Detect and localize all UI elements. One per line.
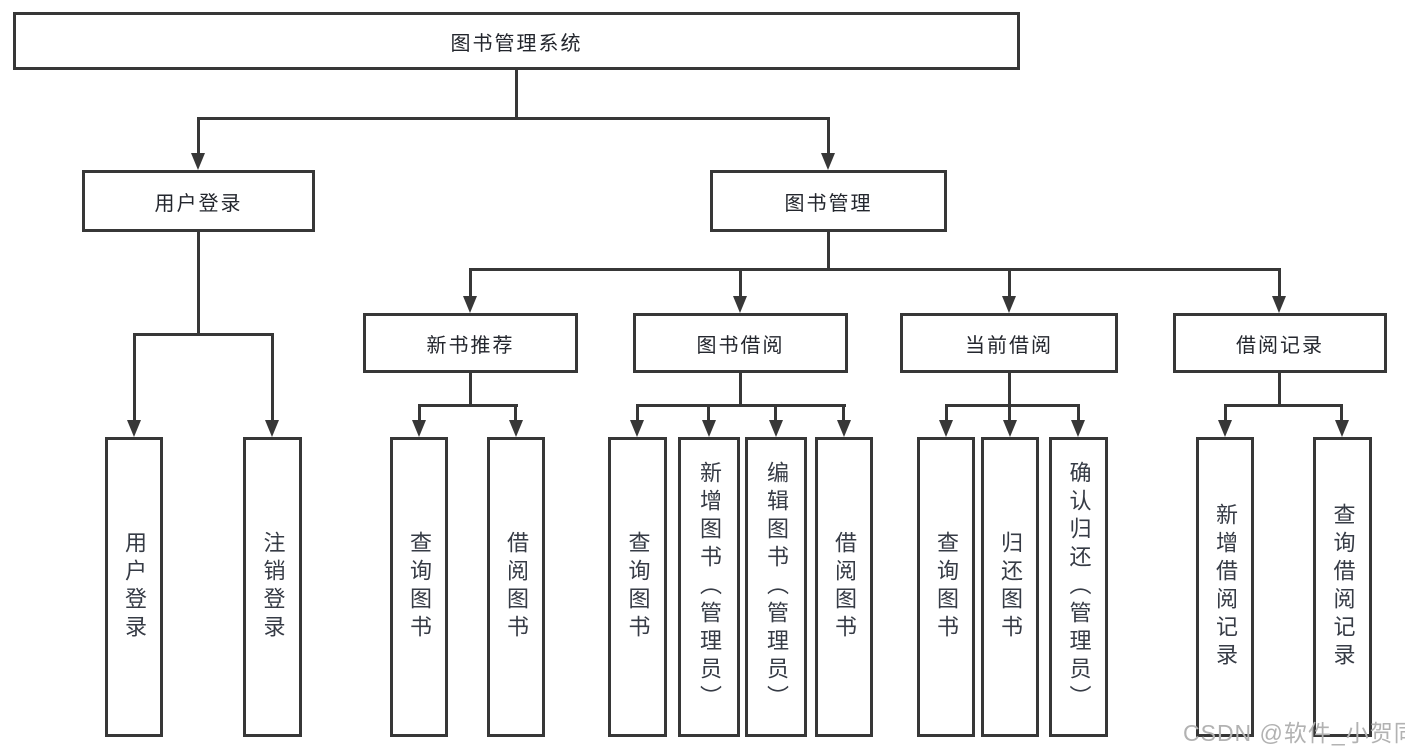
connector-vline [1340, 404, 1343, 422]
arrow-down-icon [265, 420, 279, 437]
node-new-book-recommend-label: 新书推荐 [426, 334, 515, 357]
connector-vline [469, 268, 472, 300]
connector-vline [636, 404, 639, 422]
node-book-management-label: 图书管理 [784, 192, 873, 215]
connector-vline [1224, 404, 1227, 422]
connector-vline [515, 70, 518, 120]
connector-hline [418, 404, 518, 407]
leaf-recommend-query-books: 查询图书 [390, 437, 448, 737]
arrow-down-icon [1071, 420, 1085, 437]
connector-vline [469, 373, 472, 407]
arrow-down-icon [733, 296, 747, 313]
leaf-return-books: 归还图书 [981, 437, 1039, 737]
connector-vline [1077, 404, 1080, 422]
leaf-add-books-admin-label: 新增图书（管理员） [697, 461, 722, 713]
arrow-down-icon [1002, 296, 1016, 313]
node-borrow-records: 借阅记录 [1173, 313, 1387, 373]
connector-vline [842, 404, 845, 422]
node-root: 图书管理系统 [13, 12, 1020, 70]
leaf-confirm-return-admin-label: 确认归还（管理员） [1066, 461, 1092, 713]
leaf-query-borrow-record-label: 查询借阅记录 [1330, 503, 1356, 671]
leaf-current-query-books-label: 查询图书 [934, 531, 959, 643]
leaf-add-borrow-record: 新增借阅记录 [1196, 437, 1254, 737]
leaf-recommend-borrow-books: 借阅图书 [487, 437, 545, 737]
arrow-down-icon [939, 420, 953, 437]
connector-hline [636, 404, 846, 407]
leaf-query-borrow-record: 查询借阅记录 [1313, 437, 1372, 737]
connector-hline [469, 268, 1281, 271]
connector-vline [739, 268, 742, 300]
connector-vline [1008, 373, 1011, 407]
connector-hline [133, 333, 273, 336]
node-book-borrow: 图书借阅 [633, 313, 848, 373]
arrow-down-icon [630, 420, 644, 437]
arrow-down-icon [412, 420, 426, 437]
leaf-borrow-query-books: 查询图书 [608, 437, 667, 737]
node-book-borrow-label: 图书借阅 [696, 334, 785, 357]
node-borrow-records-label: 借阅记录 [1236, 334, 1324, 357]
node-user-login-label: 用户登录 [154, 192, 243, 215]
connector-vline [1008, 404, 1011, 422]
arrow-down-icon [1272, 296, 1286, 313]
connector-vline [418, 404, 421, 422]
watermark: CSDN @软件_小贺同学 [1183, 720, 1405, 746]
arrow-down-icon [821, 153, 835, 170]
arrow-down-icon [191, 153, 205, 170]
leaf-borrow-query-books-label: 查询图书 [625, 531, 651, 643]
arrow-down-icon [463, 296, 477, 313]
arrow-down-icon [769, 420, 783, 437]
node-current-borrow-label: 当前借阅 [965, 334, 1053, 357]
leaf-add-books-admin: 新增图书（管理员） [678, 437, 740, 737]
connector-vline [707, 404, 710, 422]
leaf-edit-books-admin-label: 编辑图书（管理员） [764, 461, 789, 713]
connector-vline [1008, 268, 1011, 300]
connector-hline [197, 117, 830, 120]
leaf-logout-login: 注销登录 [243, 437, 302, 737]
connector-vline [739, 373, 742, 407]
leaf-recommend-query-books-label: 查询图书 [407, 531, 432, 643]
connector-vline [827, 232, 830, 271]
node-current-borrow: 当前借阅 [900, 313, 1118, 373]
leaf-user-login-label: 用户登录 [122, 531, 147, 643]
node-new-book-recommend: 新书推荐 [363, 313, 578, 373]
arrow-down-icon [702, 420, 716, 437]
leaf-recommend-borrow-books-label: 借阅图书 [504, 531, 529, 643]
connector-hline [945, 404, 1080, 407]
connector-vline [133, 333, 136, 420]
leaf-borrow-books-label: 借阅图书 [832, 531, 857, 643]
connector-vline [1278, 373, 1281, 407]
leaf-confirm-return-admin: 确认归还（管理员） [1049, 437, 1108, 737]
node-user-login: 用户登录 [82, 170, 315, 232]
arrow-down-icon [509, 420, 523, 437]
arrow-down-icon [1218, 420, 1232, 437]
leaf-borrow-books: 借阅图书 [815, 437, 873, 737]
connector-vline [271, 333, 274, 420]
connector-vline [1278, 268, 1281, 300]
connector-vline [514, 404, 517, 422]
arrow-down-icon [1003, 420, 1017, 437]
connector-vline [197, 232, 200, 335]
connector-vline [774, 404, 777, 422]
node-book-management: 图书管理 [710, 170, 947, 232]
leaf-current-query-books: 查询图书 [917, 437, 975, 737]
leaf-add-borrow-record-label: 新增借阅记录 [1213, 503, 1238, 671]
leaf-user-login: 用户登录 [105, 437, 163, 737]
connector-vline [197, 117, 200, 157]
connector-vline [827, 117, 830, 157]
node-root-label: 图书管理系统 [450, 32, 583, 55]
connector-vline [945, 404, 948, 422]
arrow-down-icon [837, 420, 851, 437]
connector-hline [1224, 404, 1343, 407]
arrow-down-icon [127, 420, 141, 437]
arrow-down-icon [1335, 420, 1349, 437]
leaf-return-books-label: 归还图书 [998, 531, 1023, 643]
leaf-edit-books-admin: 编辑图书（管理员） [745, 437, 807, 737]
leaf-logout-login-label: 注销登录 [260, 531, 286, 643]
